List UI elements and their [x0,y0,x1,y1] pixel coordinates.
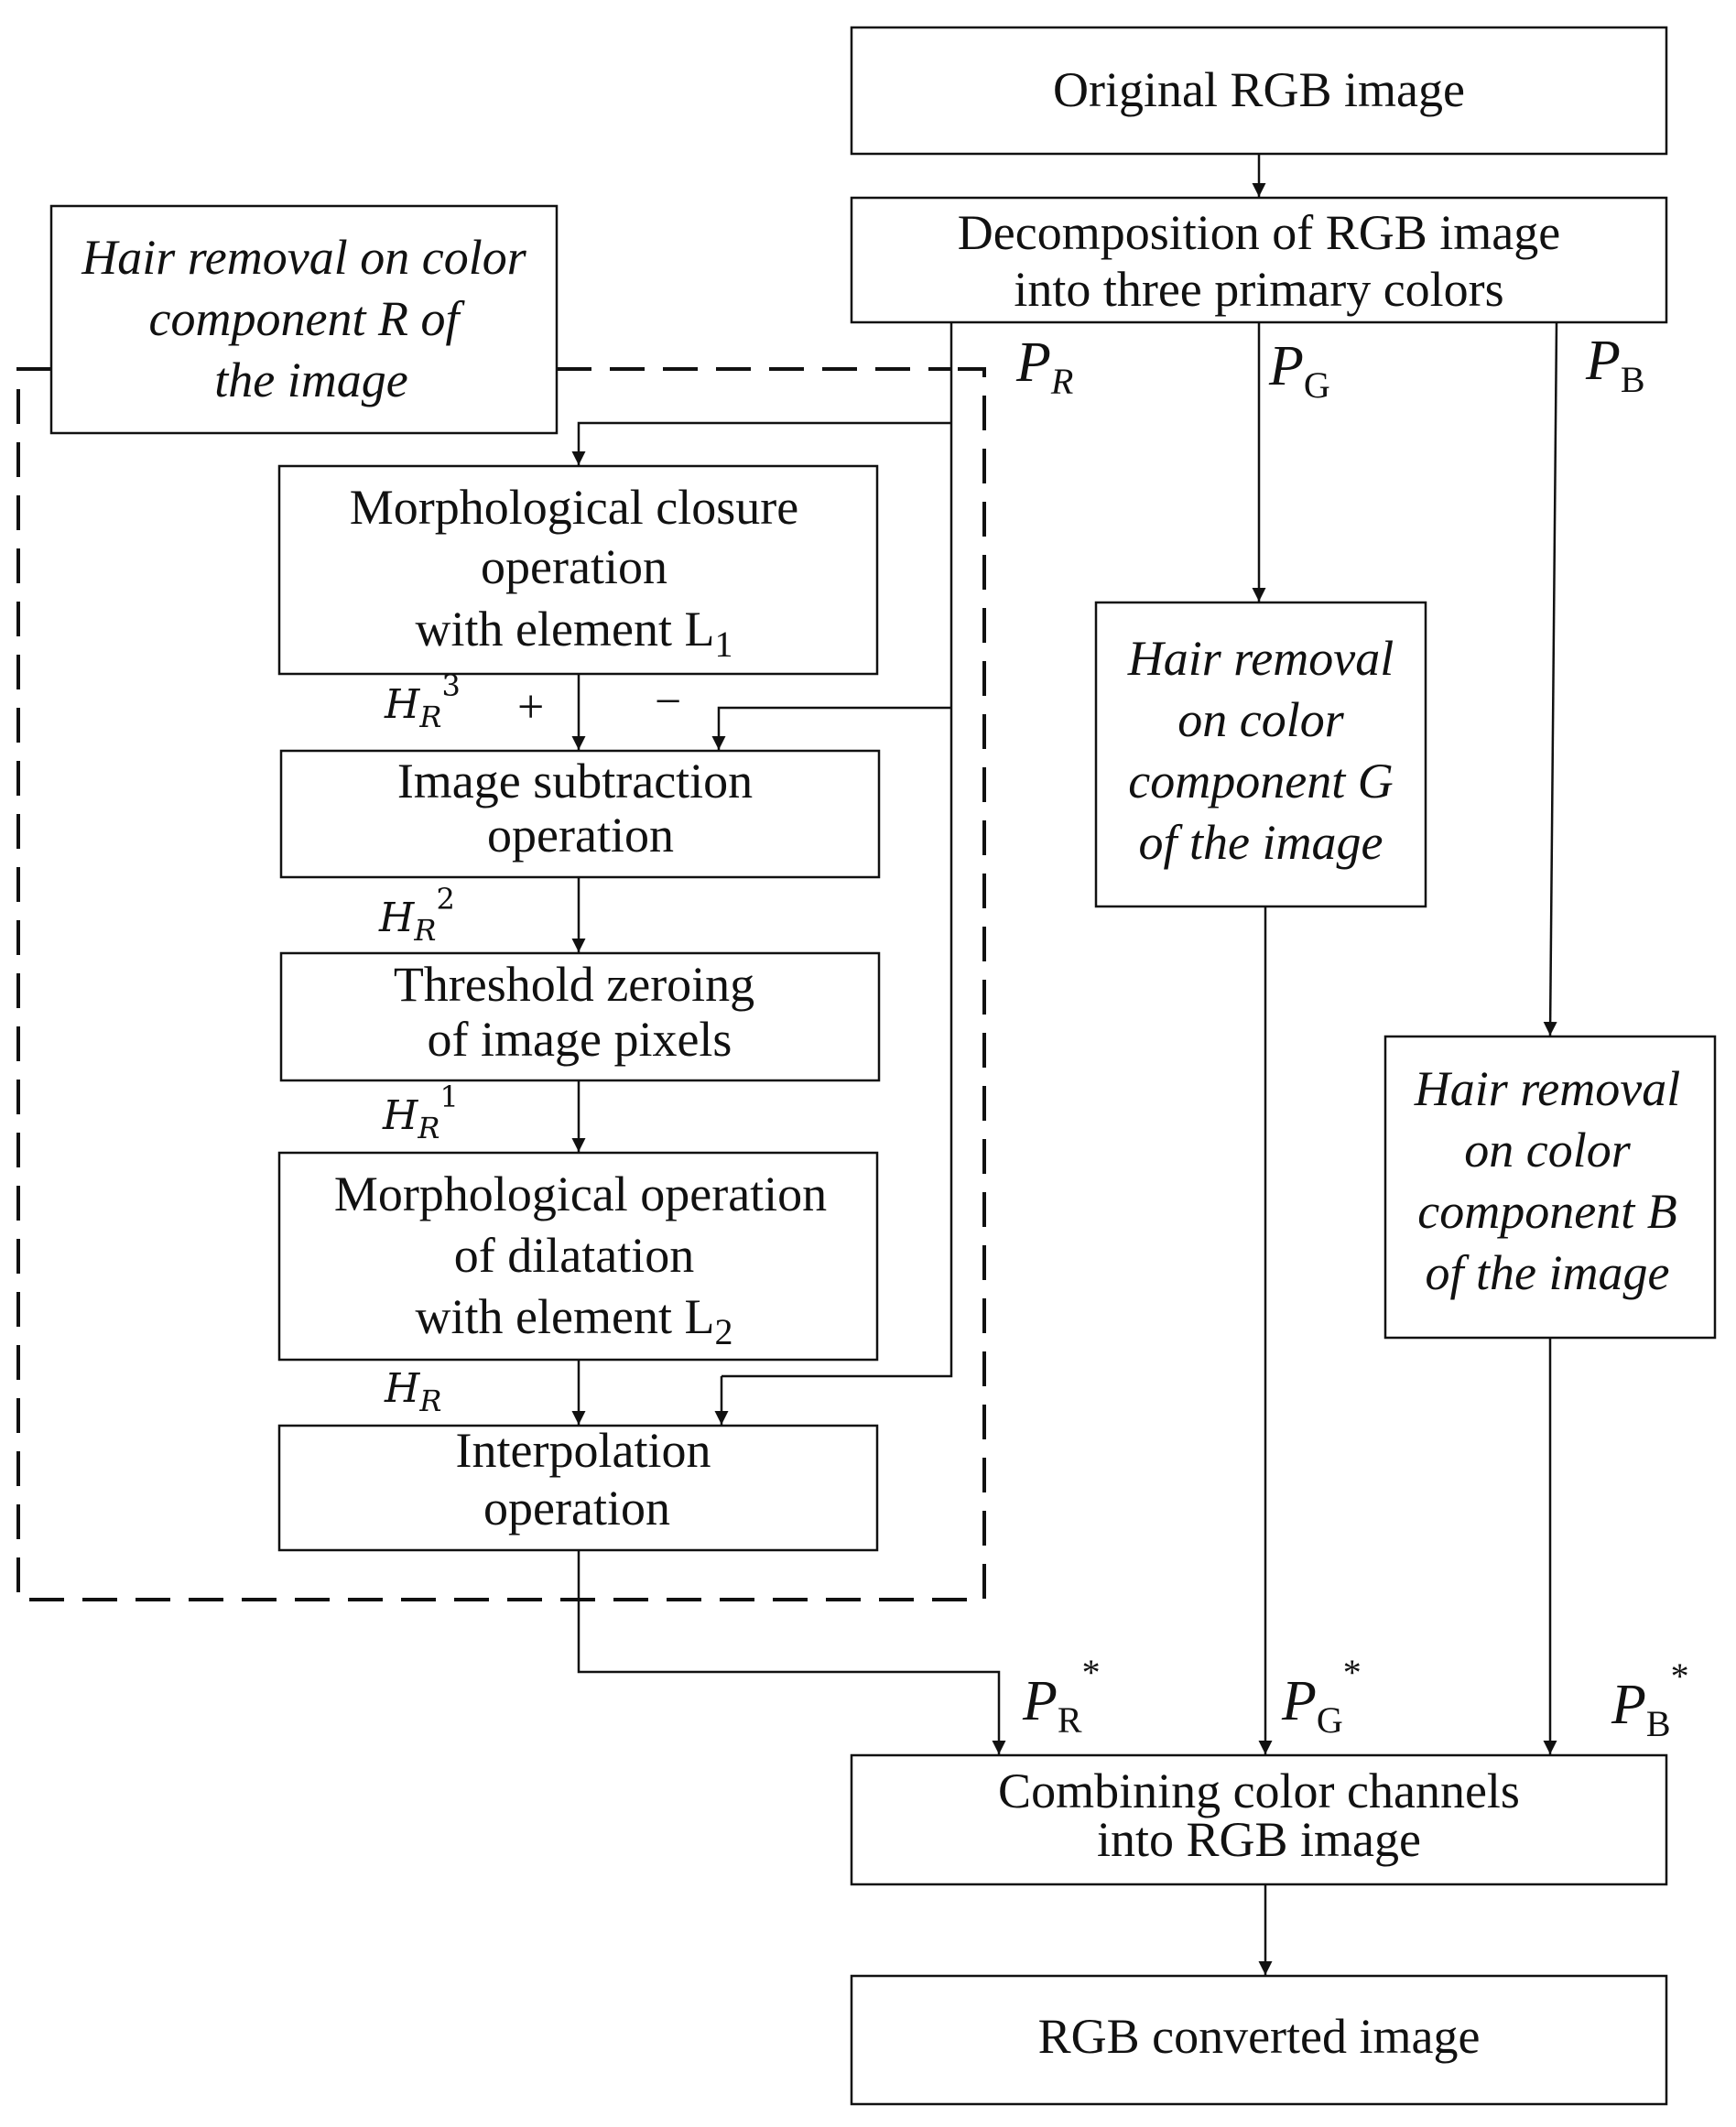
arrow-pr-to-subtraction [711,706,951,750]
label-hr-sub: R [418,1384,441,1418]
label-hr2-h: H [378,895,416,941]
decomposition-text-line-1: Decomposition of RGB image [958,205,1560,260]
hair-r-text-line-1: Hair removal on color [81,230,526,285]
subtraction-text-line-1: Image subtraction [397,754,753,808]
threshold-box [279,951,881,1082]
label-pr-p: P [1015,331,1051,394]
hair-removal-r-label-box [49,204,559,435]
label-hr1-sub: R [417,1111,439,1145]
hair-removal-g-box [1094,601,1427,908]
hair-b-text-line-4: of the image [1426,1245,1670,1300]
combining-text-line-1: Combining color channels [998,1763,1520,1818]
decomposition-text-line-2: into three primary colors [1014,262,1503,317]
label-hr3-h: H [384,681,421,728]
closure-text-line-3: with element L1 [416,602,733,665]
label-pr-star: PR* [1022,1652,1101,1741]
label-pr-star-p: P [1022,1670,1058,1732]
dilatation-text-line-1: Morphological operation [334,1167,827,1221]
arrow-pb-to-hair-b [1543,321,1558,1036]
label-pb: PB [1585,330,1645,400]
closure-box [277,464,879,676]
label-hr-h: H [384,1365,421,1412]
hair-removal-b-box [1383,1035,1717,1340]
dilatation-text-line-3: with element L2 [416,1289,733,1352]
label-pb-star-p: P [1611,1674,1646,1736]
label-hr3-sup: 3 [441,668,460,703]
hair-g-text-line-3: component G [1128,754,1393,808]
label-pr-star-sub: R [1058,1699,1082,1741]
label-pb-star-sub: B [1646,1703,1671,1744]
label-pg-sub: G [1304,364,1330,406]
label-hr3: HR3 [384,668,461,734]
dilatation-box [277,1151,879,1362]
dilatation-text-line-2: of dilatation [454,1228,694,1283]
arrow-interpolation-to-combining [577,1550,1006,1754]
hair-r-text-line-3: the image [214,353,407,407]
original-image-text: Original RGB image [1053,62,1465,117]
original-image-box [850,26,1668,156]
threshold-text-line-2: of image pixels [428,1012,732,1067]
hair-g-text-line-4: of the image [1139,815,1383,870]
closure-text-main: with element L [416,602,715,657]
r-channel-group-boundary [16,367,986,1601]
label-pb-sub: B [1621,359,1645,400]
label-hr2: HR2 [378,882,455,948]
label-pb-star: PB* [1611,1655,1689,1744]
dilatation-subscript: 2 [714,1311,732,1352]
subtraction-text-line-2: operation [487,808,674,863]
interpolation-text-line-2: operation [483,1481,670,1536]
plus-sign: + [517,681,544,733]
line-pr-trunk [722,322,953,1378]
hair-g-text-line-2: on color [1177,692,1344,747]
label-pg-star-p: P [1281,1670,1317,1732]
arrow-pr-to-closure [571,421,951,465]
closure-text-line-1: Morphological closure [350,480,798,535]
label-hr1: HR1 [382,1080,459,1145]
label-hr2-sup: 2 [436,882,454,917]
combining-box [850,1753,1668,1886]
closure-text-line-2: operation [481,539,667,594]
converted-image-box [850,1974,1668,2106]
label-hr1-h: H [382,1092,419,1139]
label-hr: HR [384,1365,441,1418]
label-pg: PG [1268,335,1330,406]
label-hr3-sub: R [418,700,441,734]
hair-b-text-line-3: component B [1417,1184,1676,1239]
closure-subscript: 1 [714,624,732,665]
label-pg-star-sup: * [1343,1652,1362,1693]
hair-g-text-line-1: Hair removal [1127,631,1394,686]
interpolation-box [277,1424,879,1552]
decomposition-box [850,196,1668,324]
label-pg-p: P [1268,335,1304,397]
hair-b-text-line-1: Hair removal [1414,1061,1680,1116]
label-pr: PR [1015,331,1073,402]
minus-sign: − [655,676,681,728]
label-pr-star-sup: * [1082,1652,1101,1693]
connectors [571,154,1558,1975]
threshold-text-line-1: Threshold zeroing [394,957,754,1012]
subtraction-box [279,749,881,879]
label-hr2-sub: R [413,913,436,948]
combining-text-line-2: into RGB image [1097,1812,1421,1867]
label-pr-sub: R [1050,361,1073,402]
interpolation-text-line-1: Interpolation [456,1423,711,1478]
hair-r-text-line-2: component R of [149,291,466,346]
dilatation-text-main: with element L [416,1289,715,1344]
converted-image-text: RGB converted image [1038,2009,1481,2064]
label-pb-star-sup: * [1671,1655,1689,1697]
label-pb-p: P [1585,330,1621,392]
label-pg-star: PG* [1281,1652,1362,1741]
label-pg-star-sub: G [1317,1699,1343,1741]
label-hr1-sup: 1 [439,1080,458,1114]
hair-b-text-line-2: on color [1464,1123,1631,1177]
